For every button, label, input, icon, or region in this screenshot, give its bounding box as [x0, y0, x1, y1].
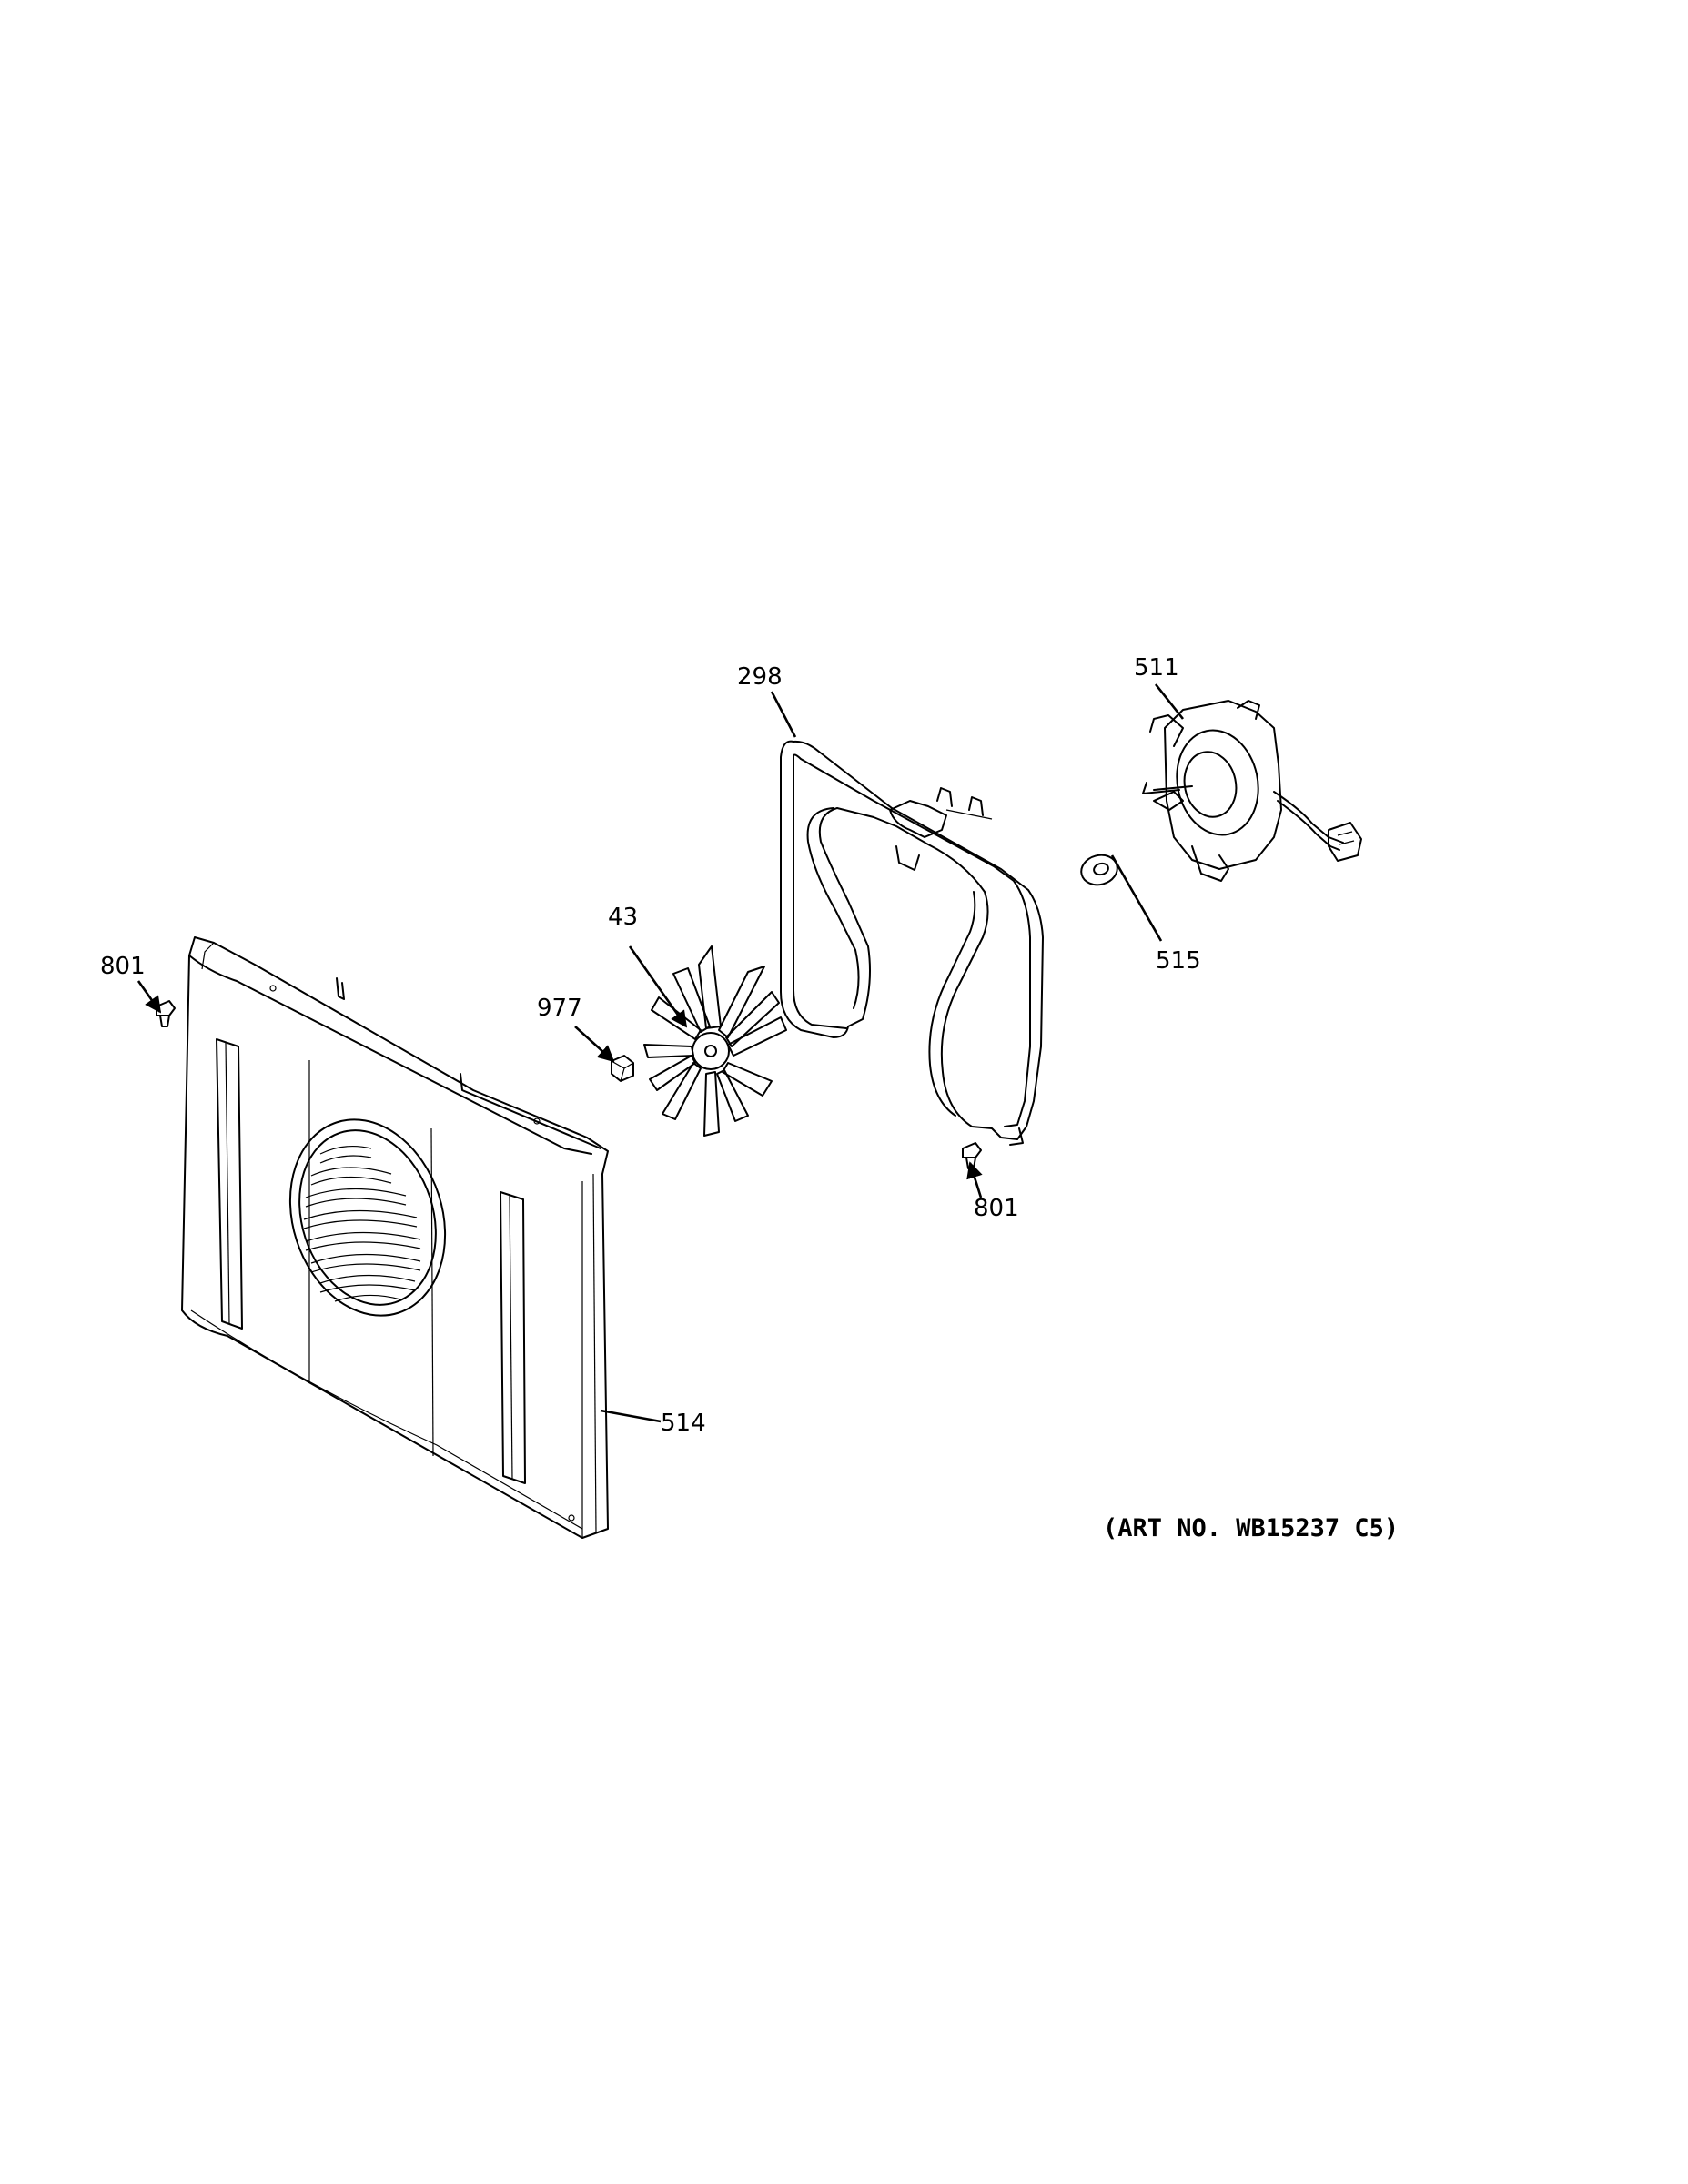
callout-977: 977 — [537, 995, 582, 1022]
art-number: (ART NO. WB15237 C5) — [1103, 1514, 1399, 1542]
callout-43: 43 — [608, 904, 638, 931]
screw-right — [962, 1142, 982, 1169]
convection-fan-motor — [1142, 700, 1362, 882]
convection-fan-blade — [643, 945, 787, 1137]
callout-labels: 298 511 43 801 977 515 801 514 (ART NO. … — [100, 654, 1399, 1542]
callout-801-left: 801 — [100, 953, 146, 980]
leader-lines — [136, 683, 1185, 1423]
callout-801-right: 801 — [974, 1195, 1019, 1222]
callout-515: 515 — [1156, 947, 1201, 975]
convection-heating-element — [780, 740, 1044, 1146]
callout-511: 511 — [1134, 654, 1179, 682]
fan-nut — [611, 1055, 634, 1082]
rear-cover-panel — [181, 936, 609, 1539]
motor-washer — [1080, 854, 1118, 886]
callout-514: 514 — [661, 1410, 706, 1437]
callout-298: 298 — [737, 663, 783, 691]
screw-left — [156, 1000, 176, 1027]
